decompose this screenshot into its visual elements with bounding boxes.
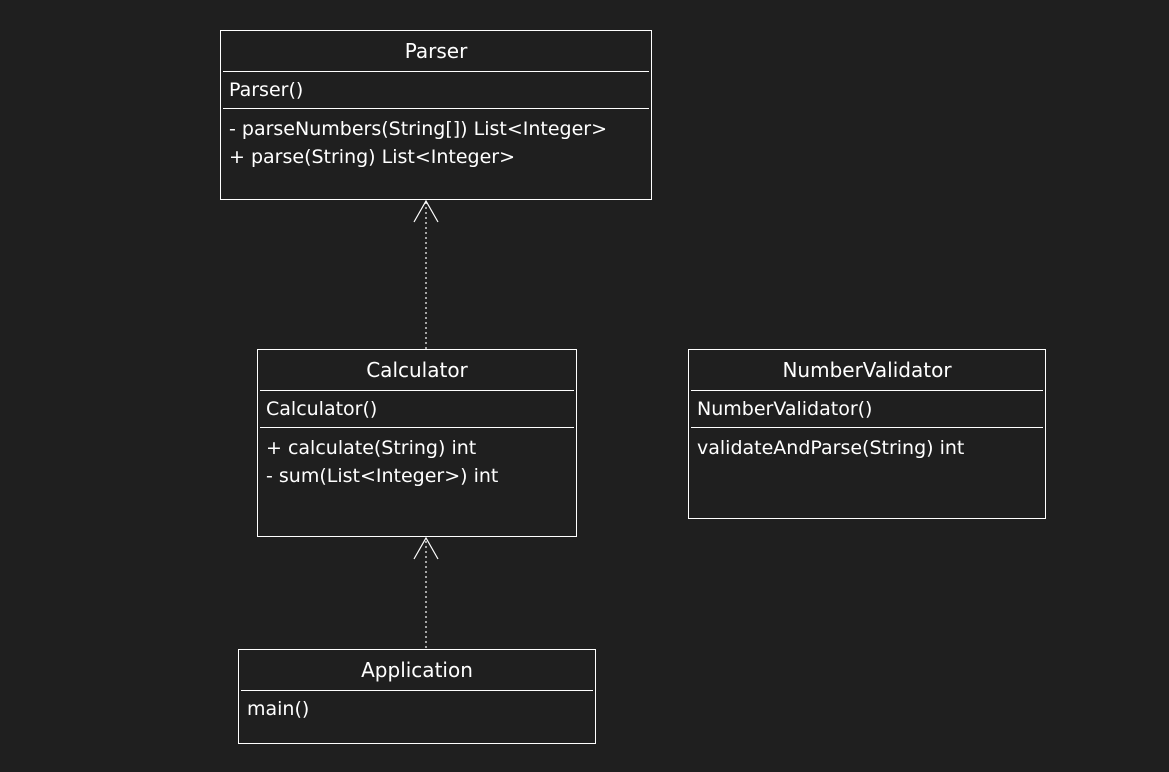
method: validateAndParse(String) int	[697, 437, 965, 459]
methods-section: - parseNumbers(String[]) List<Integer> +…	[221, 109, 651, 177]
arrowhead-calculator	[413, 536, 439, 560]
methods-section: main()	[239, 691, 595, 727]
constructor-section: NumberValidator()	[691, 391, 1043, 428]
methods-section: + calculate(String) int - sum(List<Integ…	[258, 428, 576, 496]
constructor-section: Calculator()	[260, 391, 574, 428]
method: + parse(String) List<Integer>	[229, 146, 516, 168]
constructor: Parser()	[229, 79, 304, 101]
class-number-validator[interactable]: NumberValidator NumberValidator() valida…	[688, 349, 1046, 519]
methods-section: validateAndParse(String) int	[689, 428, 1045, 468]
class-name: NumberValidator	[691, 350, 1043, 391]
class-application[interactable]: Application main()	[238, 649, 596, 744]
method: main()	[247, 698, 310, 720]
class-name: Application	[241, 650, 593, 691]
class-name: Parser	[223, 31, 649, 72]
method: + calculate(String) int	[266, 437, 477, 459]
method: - sum(List<Integer>) int	[266, 465, 499, 487]
method: - parseNumbers(String[]) List<Integer>	[229, 118, 608, 140]
arrowhead-parser	[413, 199, 439, 223]
constructor: NumberValidator()	[697, 398, 873, 420]
constructor-section: Parser()	[223, 72, 649, 109]
class-parser[interactable]: Parser Parser() - parseNumbers(String[])…	[220, 30, 652, 200]
class-calculator[interactable]: Calculator Calculator() + calculate(Stri…	[257, 349, 577, 537]
constructor: Calculator()	[266, 398, 378, 420]
class-name: Calculator	[260, 350, 574, 391]
